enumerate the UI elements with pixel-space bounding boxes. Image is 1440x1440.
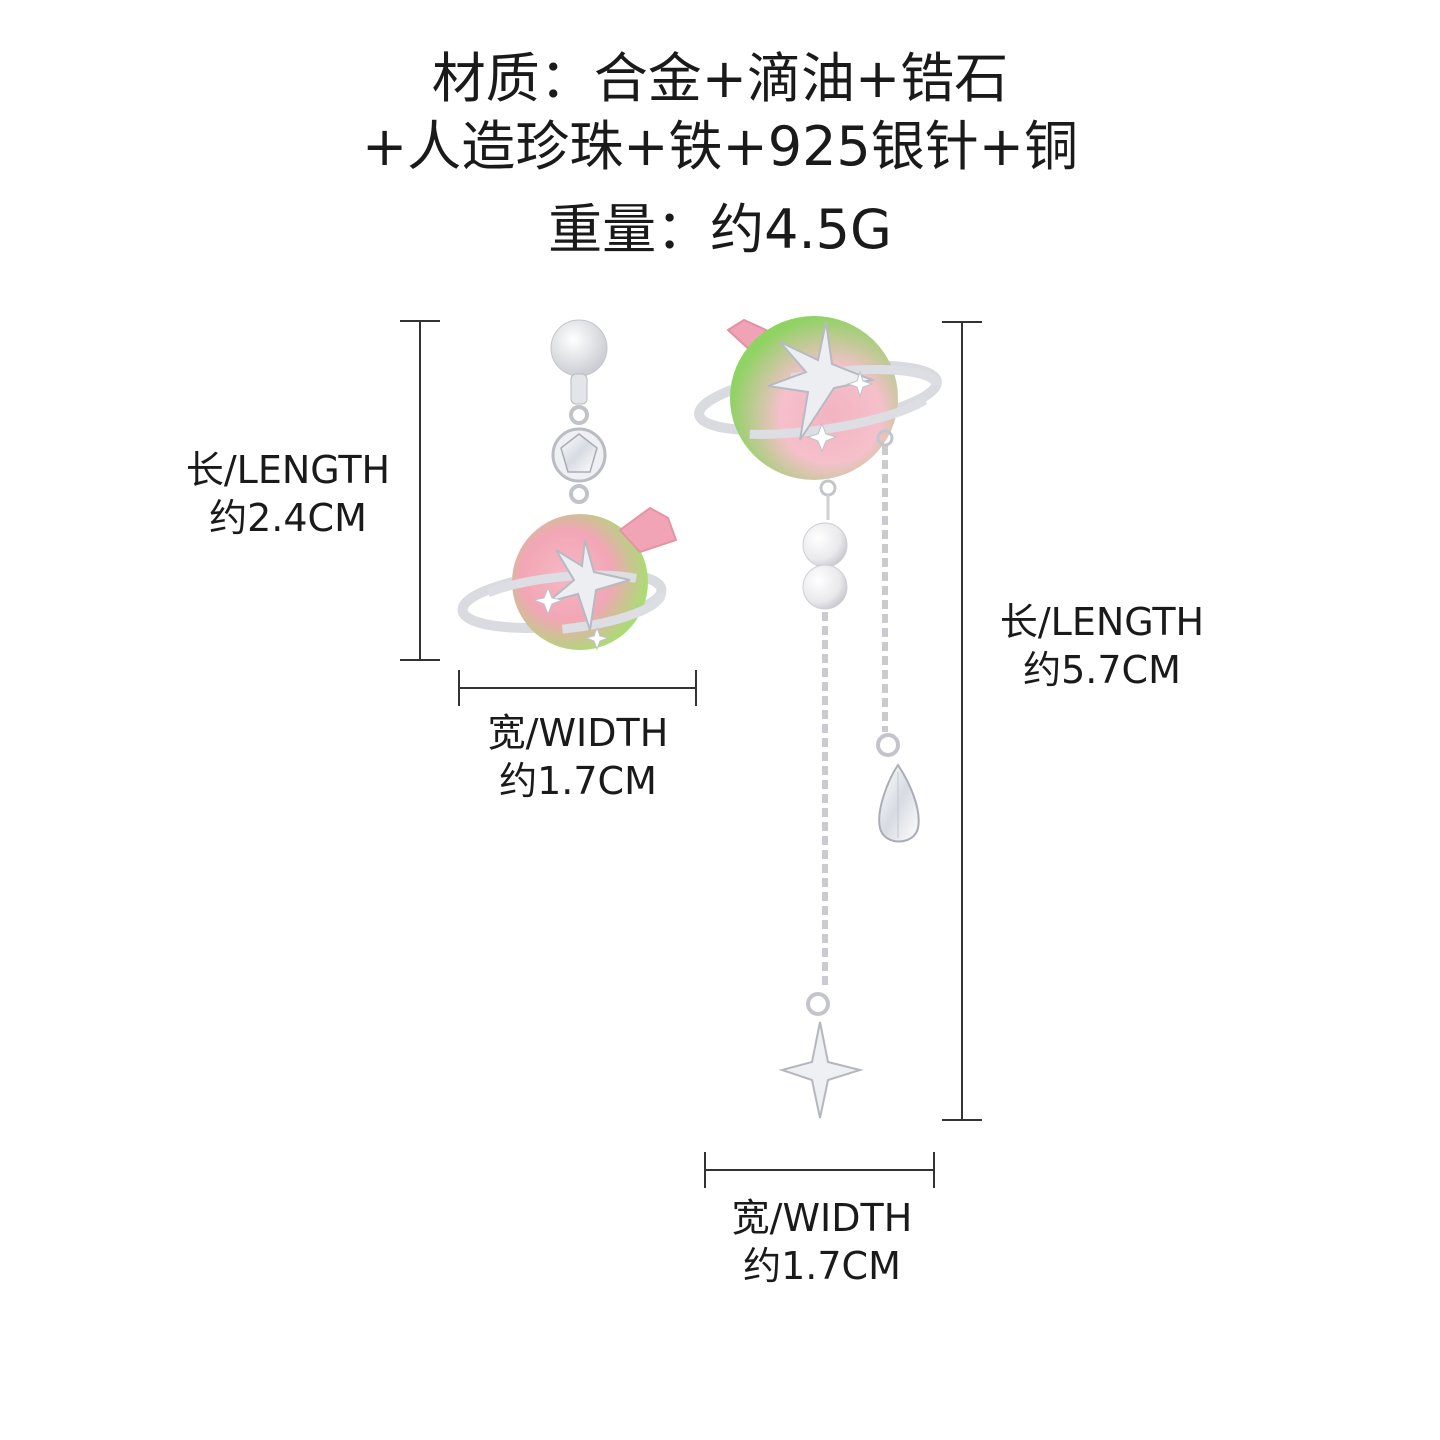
right-width-value: 约1.7CM [743,1244,901,1288]
material-line-2: +人造珍珠+铁+925银针+铜 [361,115,1079,178]
weight-line: 重量：约4.5G [548,198,892,261]
right-length-title: 长/LENGTH [999,600,1205,644]
left-earring [457,319,678,651]
right-earring [694,316,942,1119]
planet-charm [694,316,942,480]
left-length-dimension-line [400,320,440,661]
left-width-title: 宽/WIDTH [487,711,669,755]
pearl [802,564,848,610]
left-length-label: 长/LENGTH 约2.4CM [176,446,400,542]
right-length-label: 长/LENGTH 约5.7CM [990,598,1214,694]
left-length-value: 约2.4CM [209,496,367,540]
left-width-value: 约1.7CM [499,759,657,803]
right-length-value: 约5.7CM [1023,648,1181,692]
star-ornament [547,539,631,631]
right-length-dimension-line [942,321,982,1121]
right-width-label: 宽/WIDTH 约1.7CM [710,1194,934,1290]
material-line-1: 材质：合金+滴油+锆石 [431,47,1009,110]
left-width-dimension-line [458,670,697,706]
right-width-dimension-line [704,1152,935,1188]
right-width-title: 宽/WIDTH [731,1196,913,1240]
crystal-gem [551,427,607,483]
star-charm [778,1021,864,1119]
pearl [802,522,848,568]
planet-charm [457,506,678,651]
teardrop-crystal [878,763,920,843]
left-length-title: 长/LENGTH [185,448,391,492]
stud-ball [550,319,608,377]
left-width-label: 宽/WIDTH 约1.7CM [466,709,690,805]
